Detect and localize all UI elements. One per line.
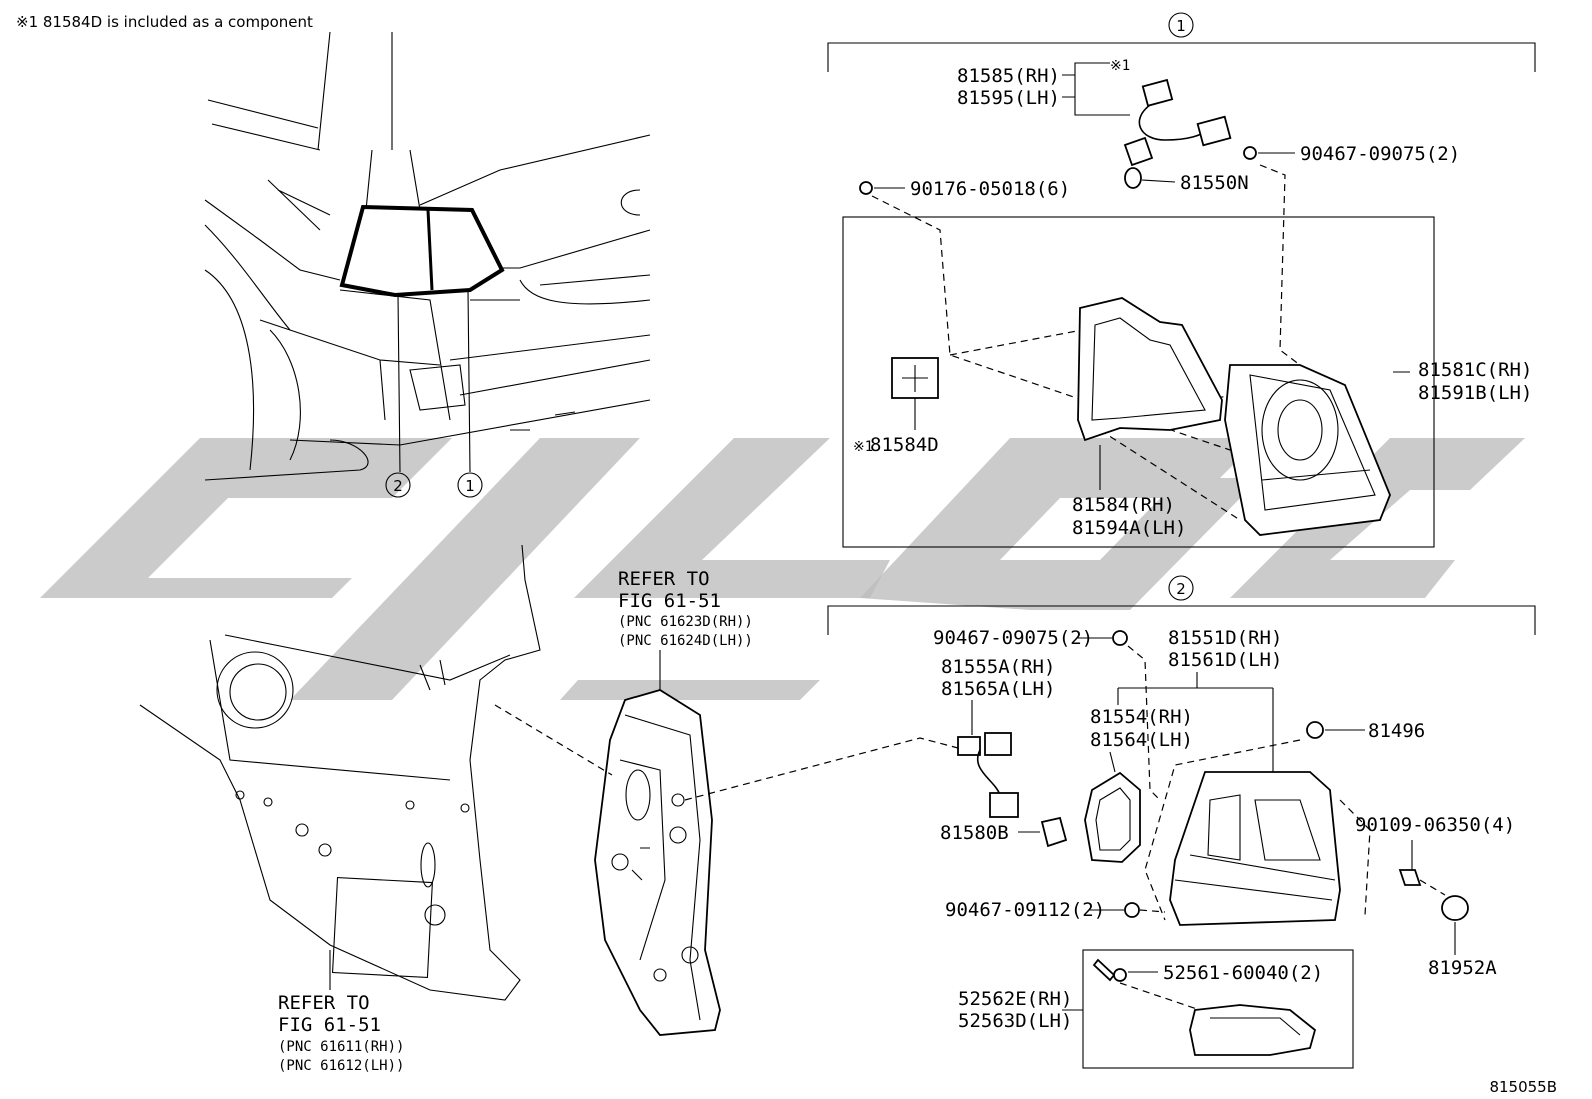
label-note-ref: ※1 xyxy=(1110,58,1130,74)
label-81584D-mark: ※1 xyxy=(853,439,873,455)
refer-lower-line3: (PNC 61611(RH)) xyxy=(278,1039,404,1055)
refer-upper-line2: FIG 61-51 xyxy=(618,590,721,612)
label-52562E: 52562E(RH) xyxy=(958,988,1072,1010)
marker-2-vehicle: 2 xyxy=(393,477,403,495)
label-90467-09075-mid: 90467-09075(2) xyxy=(933,627,1093,649)
label-81581C: 81581C(RH) xyxy=(1418,359,1532,381)
section-2-lower-box: 52561-60040(2) 52562E(RH) 52563D(LH) xyxy=(958,949,1354,1069)
label-81595: 81595(LH) xyxy=(957,87,1060,109)
section-2-parts: 90467-09075(2) 81551D(RH) 81561D(LH) 815… xyxy=(933,627,1515,979)
section-2-bracket: 2 xyxy=(827,575,1536,635)
label-81565A: 81565A(LH) xyxy=(941,678,1055,700)
label-81585: 81585(RH) xyxy=(957,65,1060,87)
label-81584D: 81584D xyxy=(870,434,939,456)
gasket-81584: 81584(RH) 81594A(LH) xyxy=(1072,297,1223,539)
watermark-logo xyxy=(40,438,1525,700)
section-1-bracket: 1 xyxy=(827,12,1536,72)
marker-1-vehicle: 1 xyxy=(465,477,475,495)
socket-wire-81585: 81585(RH) 81595(LH) ※1 81550N xyxy=(957,58,1249,194)
label-81551D: 81551D(RH) xyxy=(1168,627,1282,649)
refer-upper-line4: (PNC 61624D(LH)) xyxy=(618,633,753,649)
label-81584: 81584(RH) xyxy=(1072,494,1175,516)
label-52563D: 52563D(LH) xyxy=(958,1010,1072,1032)
screws-top: 90467-09075(2) 90176-05018(6) xyxy=(859,143,1460,200)
label-81550N: 81550N xyxy=(1180,172,1249,194)
refer-lower-line4: (PNC 61612(LH)) xyxy=(278,1058,404,1074)
label-90176-05018: 90176-05018(6) xyxy=(910,178,1070,200)
label-90467-09112: 90467-09112(2) xyxy=(945,899,1105,921)
body-panel: REFER TO FIG 61-51 (PNC 61611(RH)) (PNC … xyxy=(139,544,541,1074)
refer-lower-line1: REFER TO xyxy=(278,992,370,1014)
tail-lamp-81581C: 81581C(RH) 81591B(LH) xyxy=(1224,359,1532,536)
section-1-box xyxy=(842,216,1435,548)
label-81555A: 81555A(RH) xyxy=(941,656,1055,678)
label-81591B: 81591B(LH) xyxy=(1418,382,1532,404)
marker-2-section: 2 xyxy=(1176,580,1186,598)
label-81580B: 81580B xyxy=(940,822,1009,844)
label-sticker-81584D: ※1 81584D xyxy=(853,357,939,456)
vehicle-rear-illustration: 2 1 xyxy=(204,31,651,498)
label-81594A: 81594A(LH) xyxy=(1072,517,1186,539)
label-52561-60040: 52561-60040(2) xyxy=(1163,962,1323,984)
refer-upper-line3: (PNC 61623D(RH)) xyxy=(618,614,753,630)
bracket-panel: REFER TO FIG 61-51 (PNC 61623D(RH)) (PNC… xyxy=(494,568,959,1036)
figure-code: 815055B xyxy=(1489,1078,1557,1096)
label-81554: 81554(RH) xyxy=(1090,706,1193,728)
label-81561D: 81561D(LH) xyxy=(1168,649,1282,671)
label-81952A: 81952A xyxy=(1428,957,1497,979)
label-81496: 81496 xyxy=(1368,720,1425,742)
refer-lower-line2: FIG 61-51 xyxy=(278,1014,381,1036)
label-90467-09075-top: 90467-09075(2) xyxy=(1300,143,1460,165)
component-note: ※1 81584D is included as a component xyxy=(16,13,313,31)
refer-upper-line1: REFER TO xyxy=(618,568,710,590)
marker-1-section: 1 xyxy=(1176,17,1186,35)
label-90109-06350: 90109-06350(4) xyxy=(1355,814,1515,836)
label-81564: 81564(LH) xyxy=(1090,729,1193,751)
